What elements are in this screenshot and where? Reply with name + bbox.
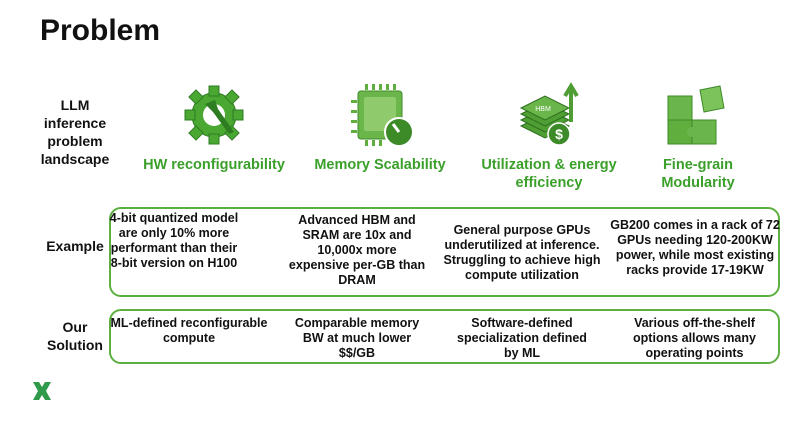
heading-utilization: Utilization & energy efficiency bbox=[481, 157, 617, 191]
svg-text:$: $ bbox=[555, 126, 563, 142]
gear-wrench-icon bbox=[184, 85, 244, 145]
row-label-landscape: LLM inference problem landscape bbox=[40, 97, 110, 167]
heading-hw-reconfigurability: HW reconfigurability bbox=[143, 157, 285, 173]
example-cell: 4-bit quantized model are only 10% more … bbox=[109, 211, 239, 270]
hbm-label: HBM bbox=[535, 106, 551, 113]
solution-cell: ML-defined reconfigurable compute bbox=[110, 316, 268, 345]
heading-modularity: Fine-grain Modularity bbox=[661, 157, 735, 191]
heading-memory-scalability: Memory Scalability bbox=[314, 157, 446, 173]
chip-gauge-icon bbox=[351, 84, 414, 147]
example-cell: General purpose GPUs underutilized at in… bbox=[443, 223, 601, 282]
example-box bbox=[109, 207, 780, 297]
solution-box bbox=[109, 309, 780, 364]
solution-cell: Comparable memory BW at much lower $$/GB bbox=[294, 316, 420, 360]
solution-cell: Various off-the-shelf options allows man… bbox=[633, 316, 756, 360]
slide-title: Problem bbox=[40, 14, 161, 47]
row-label-solution: Our Solution bbox=[47, 319, 103, 353]
hbm-stack-dollar-icon: HBM $ bbox=[519, 82, 579, 146]
solution-cell: Software-defined specialization defined … bbox=[457, 316, 587, 360]
row-label-example: Example bbox=[46, 238, 104, 254]
example-cell: GB200 comes in a rack of 72 GPUs needing… bbox=[610, 218, 780, 277]
puzzle-icon bbox=[667, 85, 725, 145]
company-logo bbox=[33, 382, 51, 400]
example-cell: Advanced HBM and SRAM are 10x and 10,000… bbox=[288, 213, 426, 287]
